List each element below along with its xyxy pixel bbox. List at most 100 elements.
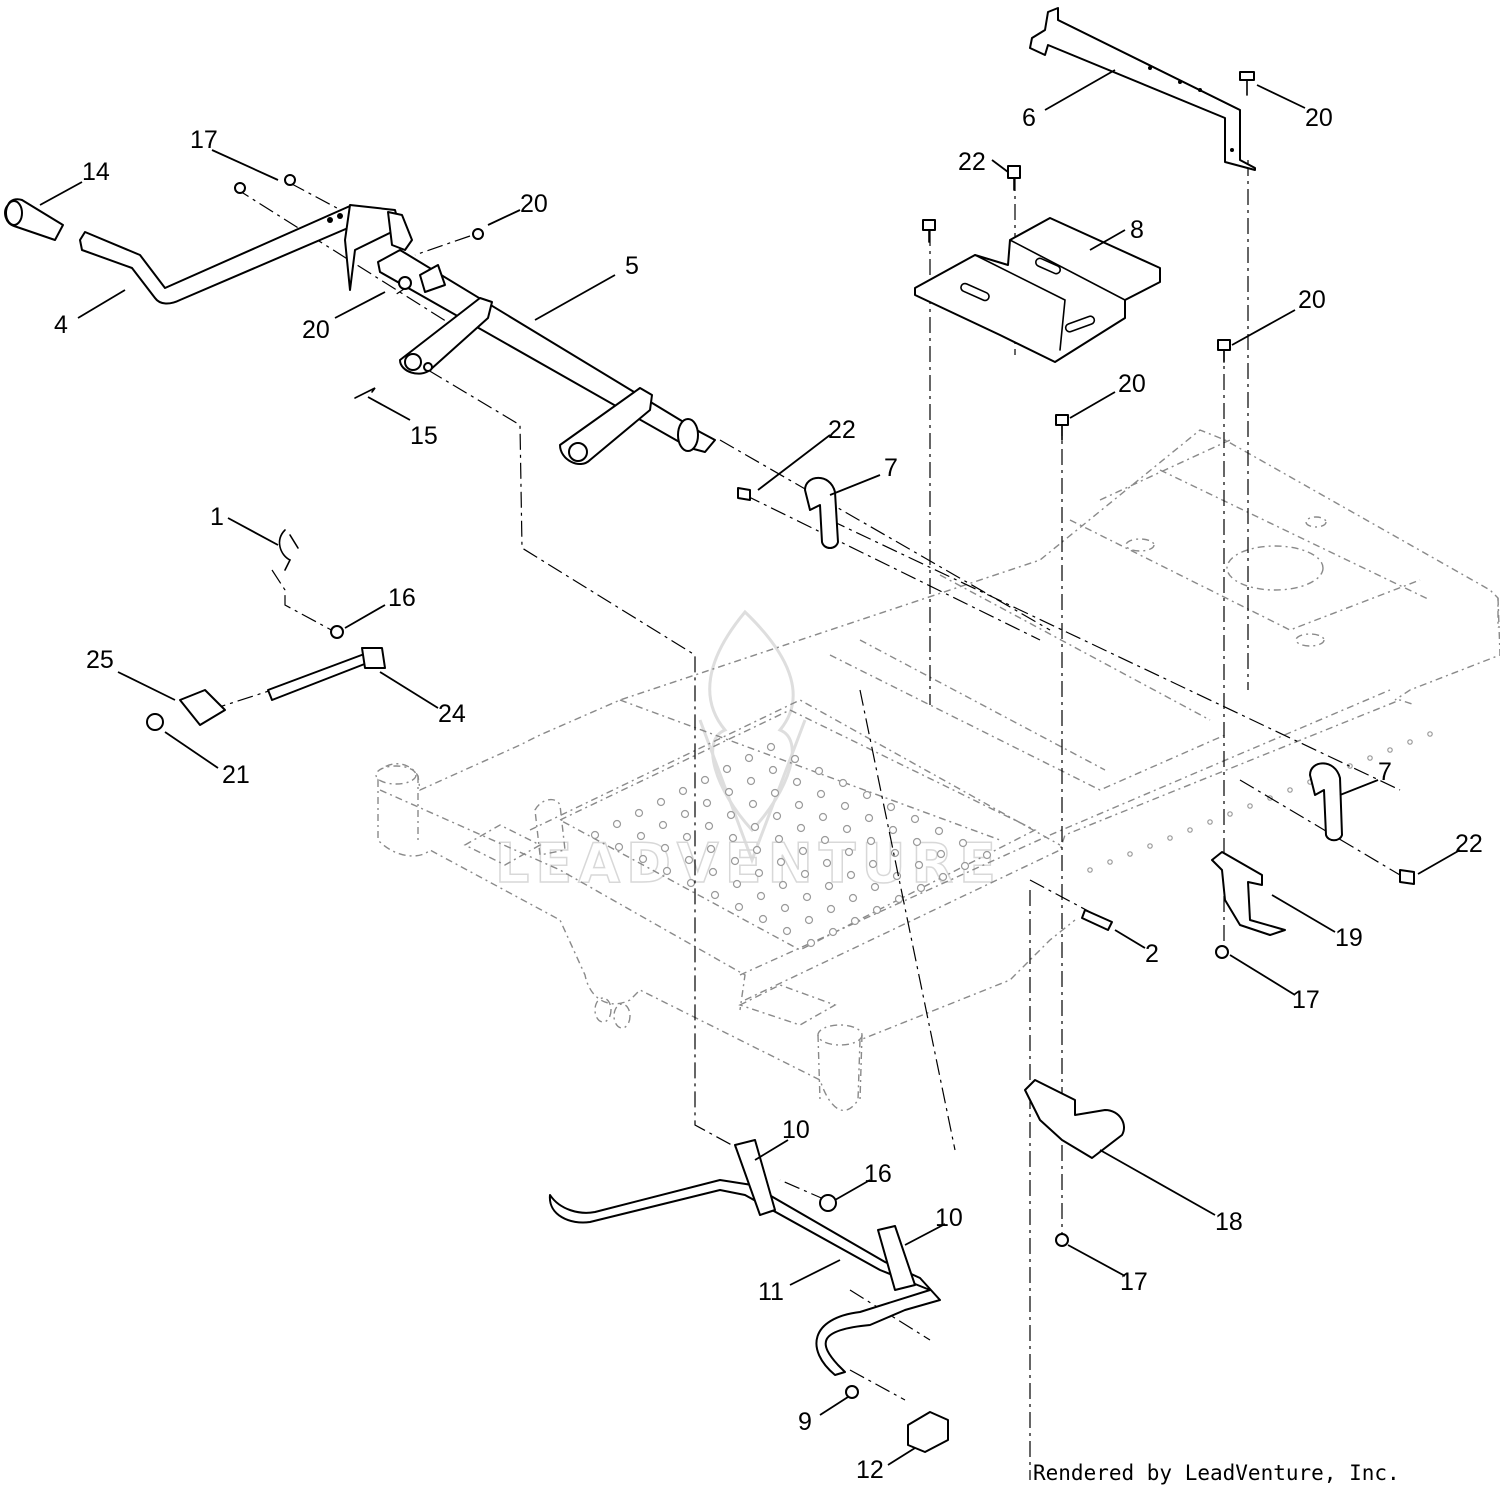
- deck-hole: [818, 812, 828, 822]
- rail-hole: [1087, 867, 1093, 873]
- rail-hole: [1207, 819, 1213, 825]
- rail-hole: [1127, 851, 1133, 857]
- callout-1: 1: [210, 503, 224, 531]
- deck-hole: [886, 802, 896, 812]
- deck-hole: [868, 859, 878, 869]
- callout-leaders: [39, 69, 1461, 1466]
- part-7-hook-a: [804, 476, 839, 549]
- part-4-lever: [79, 204, 413, 305]
- callout-labels: 14 17 20 5 4 20 15 6 20 22 8 20 20 22 7 …: [54, 104, 1483, 1484]
- deck-hole: [730, 856, 740, 866]
- callout-20: 20: [1118, 370, 1146, 398]
- deck-hole: [722, 764, 732, 774]
- callout-2: 2: [1145, 940, 1159, 968]
- deck-hole: [658, 820, 668, 830]
- callout-15: 15: [410, 422, 438, 450]
- rail-hole: [1367, 755, 1373, 761]
- deck-hole: [828, 927, 838, 937]
- render-credit: Rendered by LeadVenture, Inc.: [1033, 1461, 1400, 1485]
- callout-20: 20: [302, 316, 330, 344]
- deck-hole: [914, 860, 924, 870]
- deck-hole: [750, 822, 760, 832]
- caster-mount-right: [817, 1024, 863, 1046]
- deck-hole: [816, 789, 826, 799]
- callout-7: 7: [1378, 758, 1392, 786]
- deck-hole: [734, 902, 744, 912]
- deck-hole: [936, 849, 946, 859]
- deck-hole: [684, 855, 694, 865]
- deck-hole: [796, 823, 806, 833]
- watermark-logo: LEADVENTURE: [494, 609, 997, 896]
- deck-hole: [774, 834, 784, 844]
- deck-hole: [744, 753, 754, 763]
- callout-8: 8: [1130, 216, 1144, 244]
- part-5-shaft: [234, 174, 716, 465]
- deck-hole: [794, 800, 804, 810]
- deck-hole: [614, 842, 624, 852]
- callout-25: 25: [86, 646, 114, 674]
- callout-16: 16: [864, 1160, 892, 1188]
- callout-21: 21: [222, 761, 250, 789]
- deck-hole: [772, 811, 782, 821]
- deck-hole: [704, 821, 714, 831]
- callout-17: 17: [190, 126, 218, 154]
- callout-6: 6: [1022, 104, 1036, 132]
- deck-hole: [746, 776, 756, 786]
- deck-hole: [888, 825, 898, 835]
- part-9-nut: [845, 1385, 859, 1399]
- deck-hole: [844, 847, 854, 857]
- deck-hole: [820, 835, 830, 845]
- callout-18: 18: [1215, 1208, 1243, 1236]
- deck-hole: [982, 850, 992, 860]
- part-11-rod: [548, 1139, 941, 1376]
- bolt-plate-left: [922, 219, 936, 243]
- bolts: [737, 71, 1415, 885]
- part-16-washer-b: [819, 1194, 837, 1212]
- callout-5: 5: [625, 252, 639, 280]
- deck-hole: [756, 891, 766, 901]
- deck-hole: [708, 867, 718, 877]
- callout-4: 4: [54, 311, 68, 339]
- bolt-22-top: [1007, 165, 1021, 191]
- deck-hole: [862, 790, 872, 800]
- deck-hole: [612, 819, 622, 829]
- rail-hole: [1427, 731, 1433, 737]
- deck-hole: [938, 872, 948, 882]
- callout-12: 12: [856, 1456, 884, 1484]
- assembly-lines: [209, 160, 1401, 1480]
- callout-22: 22: [1455, 830, 1483, 858]
- caster-mount-left: [375, 765, 417, 785]
- deck-hole: [660, 843, 670, 853]
- deck-hole: [792, 777, 802, 787]
- part-14-grip: [4, 198, 64, 241]
- callout-10: 10: [935, 1204, 963, 1232]
- part-18-bracket: [1024, 1079, 1125, 1159]
- deck-hole: [826, 904, 836, 914]
- part-7-hook-b: [1309, 762, 1343, 842]
- callout-16: 16: [388, 584, 416, 612]
- deck-hole: [770, 788, 780, 798]
- deck-hole: [912, 837, 922, 847]
- deck-hole: [590, 830, 600, 840]
- part-17-nut-b: [1055, 1233, 1069, 1247]
- deck-hole: [838, 778, 848, 788]
- bolt-20-mid-right: [1217, 339, 1231, 363]
- deck-hole: [662, 866, 672, 876]
- deck-hole: [686, 878, 696, 888]
- callout-20: 20: [1298, 286, 1326, 314]
- deck-hole: [804, 915, 814, 925]
- deck-hole: [754, 868, 764, 878]
- deck-hole: [846, 870, 856, 880]
- callout-7: 7: [884, 454, 898, 482]
- bolt-20-center: [1055, 414, 1069, 441]
- deck-hole: [892, 871, 902, 881]
- deck-hole: [678, 786, 688, 796]
- callout-20: 20: [520, 190, 548, 218]
- part-2-pin: [1081, 909, 1113, 931]
- deck-hole: [638, 854, 648, 864]
- deck-hole: [910, 814, 920, 824]
- deck-hole: [758, 914, 768, 924]
- deck-hole: [840, 801, 850, 811]
- deck-hole: [814, 766, 824, 776]
- deck-hole: [700, 775, 710, 785]
